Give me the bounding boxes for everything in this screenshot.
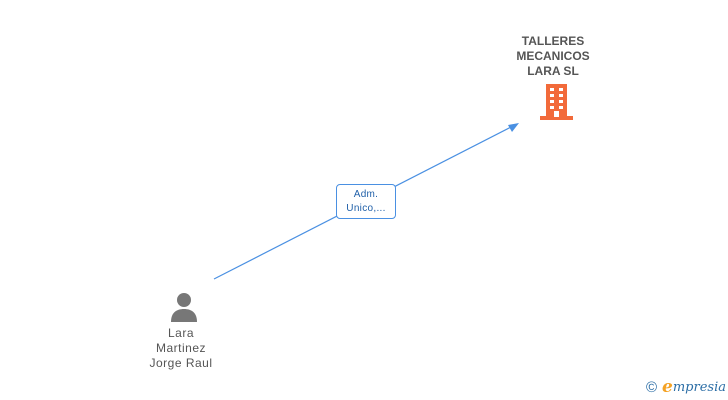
company-name-line: MECANICOS xyxy=(516,49,590,63)
brand-name: mpresia xyxy=(672,379,726,395)
person-name[interactable]: Lara Martinez Jorge Raul xyxy=(121,326,241,371)
empresia-logo: © e mpresia xyxy=(645,377,726,397)
person-name-line: Lara xyxy=(167,326,195,340)
role-line: Adm. xyxy=(353,189,379,200)
person-icon[interactable] xyxy=(168,291,200,323)
brand-initial: e xyxy=(662,377,673,397)
building-icon[interactable] xyxy=(540,84,573,120)
person-name-line: Jorge Raul xyxy=(149,356,213,370)
company-name-line: LARA SL xyxy=(527,64,579,78)
company-name[interactable]: TALLERES MECANICOS LARA SL xyxy=(478,34,628,79)
copyright-icon: © xyxy=(645,378,658,396)
arrow-head-icon xyxy=(508,123,519,132)
person-name-line: Martinez xyxy=(155,341,206,355)
company-name-line: TALLERES xyxy=(521,34,585,48)
role-line: Unico,... xyxy=(346,203,386,214)
relationship-role-label[interactable]: Adm. Unico,... xyxy=(336,184,396,219)
